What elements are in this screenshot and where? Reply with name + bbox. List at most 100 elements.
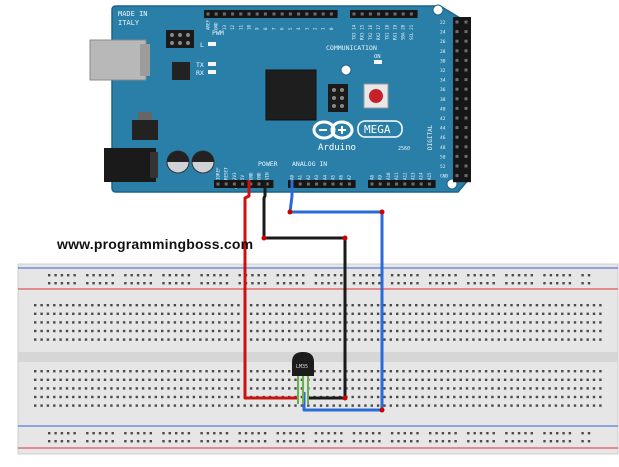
breadboard-hole [491,329,494,333]
breadboard-hole [548,387,551,390]
breadboard-hole [472,321,475,324]
breadboard-hole [516,378,519,381]
breadboard-hole [484,395,488,399]
breadboard-hole [180,338,183,341]
breadboard-hole [376,370,380,373]
breadboard-hole [268,387,272,390]
breadboard-hole [281,387,284,390]
breadboard-hole [523,329,526,333]
breadboard-hole [453,329,456,333]
breadboard-hole [472,329,475,333]
breadboard-hole [453,387,456,390]
breadboard-hole [213,440,216,443]
breadboard-hole [206,274,210,277]
breadboard-hole [561,395,564,399]
breadboard-hole [397,282,400,285]
breadboard-hole [491,378,494,381]
breadboard-hole [581,432,584,435]
breadboard-hole [554,338,558,341]
breadboard-hole [307,404,310,407]
breadboard-hole [516,395,519,399]
breadboard-hole [73,432,76,435]
breadboard-hole [130,282,133,285]
breadboard-hole [523,338,526,341]
header-pin [464,30,468,34]
breadboard-hole [295,274,298,277]
breadboard-hole [65,378,69,381]
mount-hole [432,4,444,16]
breadboard-hole [465,370,469,373]
breadboard-hole [205,338,208,341]
breadboard-hole [186,329,189,333]
breadboard-hole [340,440,343,443]
breadboard-hole [129,370,132,373]
breadboard-hole [78,312,81,315]
header-pin [360,12,364,16]
breadboard-hole [434,370,437,373]
breadboard-hole [517,282,521,285]
breadboard-hole [441,274,445,277]
breadboard-hole [491,370,494,373]
breadboard-hole [408,395,412,399]
breadboard-hole [40,370,43,373]
breadboard-hole [78,395,81,399]
pin-label: 30 [440,58,446,64]
breadboard-hole [535,387,539,390]
breadboard-hole [78,338,81,341]
breadboard-hole [484,304,488,307]
breadboard-hole [230,338,234,341]
breadboard-hole [167,370,170,373]
pin-label: A7 [347,174,352,180]
breadboard-hole [263,440,267,443]
breadboard-hole [479,432,483,435]
breadboard-hole [192,321,196,324]
breadboard-hole [421,338,424,341]
breadboard-hole [429,432,432,435]
breadboard-hole [300,404,304,407]
breadboard-hole [122,404,126,407]
breadboard-hole [402,338,405,341]
breadboard-hole [122,395,126,399]
breadboard-hole [459,387,462,390]
breadboard-hole [186,304,189,307]
breadboard-hole [149,282,152,285]
breadboard-hole [161,378,164,381]
breadboard-hole [129,304,132,307]
breadboard-hole [580,387,583,390]
breadboard-hole [237,404,240,407]
pin-label: A4 [322,174,327,180]
breadboard-hole [91,387,94,390]
breadboard-hole [465,304,469,307]
breadboard-hole [162,282,165,285]
wires [243,180,385,413]
breadboard-hole [84,387,88,390]
breadboard-hole [486,282,489,285]
header-pin [288,12,292,16]
breadboard-hole [275,387,278,390]
breadboard-hole [554,378,558,381]
breadboard-hole [34,321,37,324]
breadboard-hole [161,370,164,373]
breadboard-hole [351,404,354,407]
breadboard-hole [288,378,291,381]
breadboard-hole [281,370,284,373]
breadboard-hole [332,321,335,324]
breadboard-hole [491,321,494,324]
breadboard-hole [435,274,438,277]
breadboard-hole [141,370,145,373]
breadboard-hole [53,321,56,324]
breadboard-hole [599,387,602,390]
breadboard-hole [167,378,170,381]
breadboard-hole [321,282,324,285]
breadboard-hole [230,387,234,390]
header-pin [239,12,243,16]
header-pin [272,12,276,16]
breadboard-hole [256,387,259,390]
breadboard-hole [65,370,69,373]
breadboard-hole [148,329,151,333]
breadboard-hole [91,378,94,381]
breadboard-hole [86,440,89,443]
breadboard-hole [249,312,253,315]
breadboard-hole [103,321,107,324]
pin-label: 5 [288,27,293,30]
